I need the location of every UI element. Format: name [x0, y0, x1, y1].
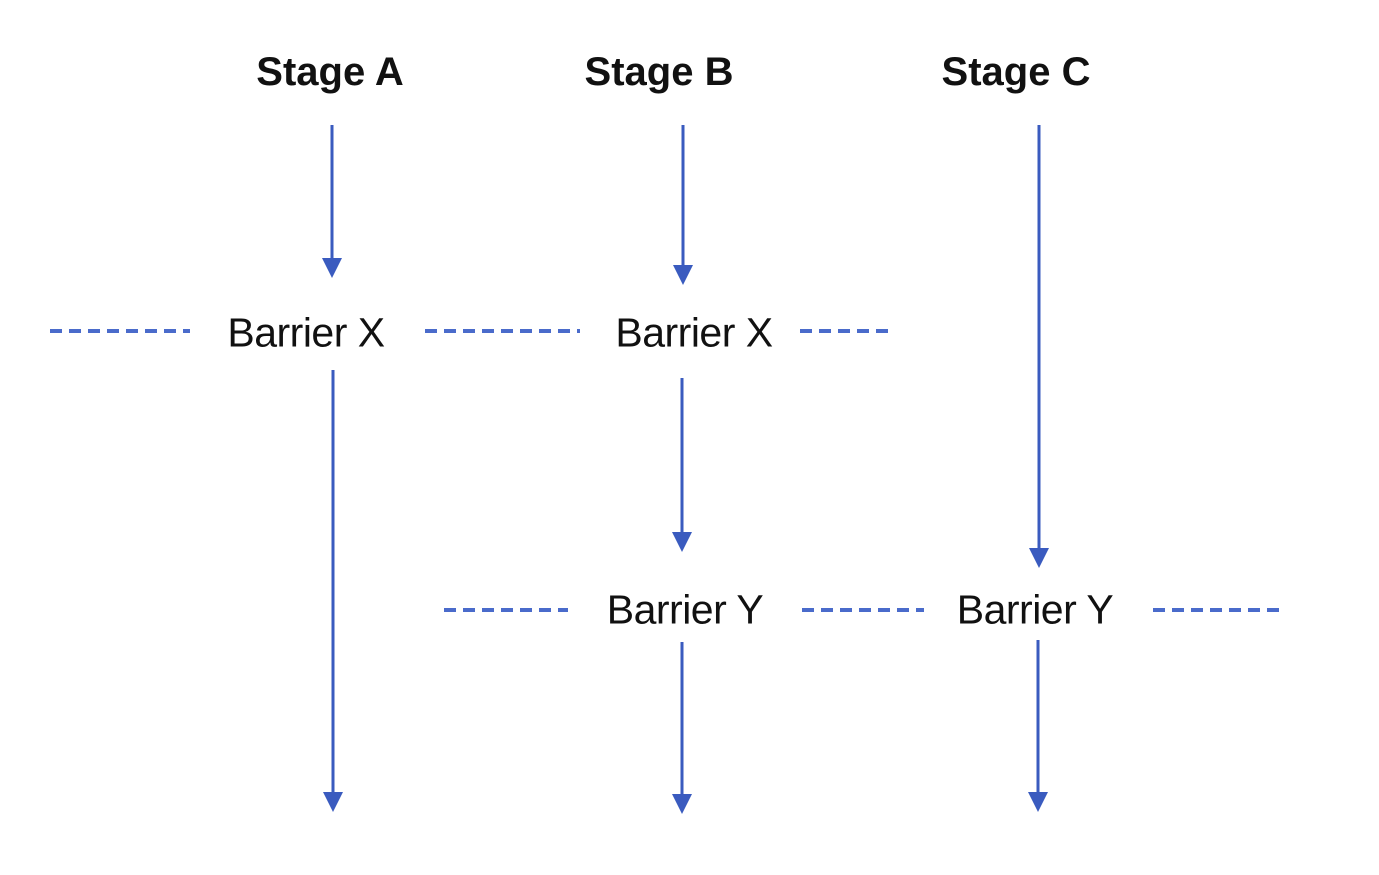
arrow-shaft	[681, 125, 685, 269]
barrier-x-dash-middle	[425, 329, 580, 333]
stage-a-arrow-top	[322, 125, 342, 278]
arrow-shaft	[680, 642, 684, 798]
barrier-x-dash-right	[800, 329, 891, 333]
barrier-x-dash-left	[50, 329, 190, 333]
stage-b-label: Stage B	[584, 50, 734, 94]
stage-b-arrow-bottom	[672, 642, 692, 814]
arrow-shaft	[331, 370, 335, 796]
stage-a-arrow-bottom	[323, 370, 343, 812]
barrier-x-label-stage-b: Barrier X	[615, 309, 773, 356]
arrowhead-down-icon	[672, 532, 692, 552]
stage-c-label: Stage C	[941, 50, 1091, 94]
arrow-shaft	[680, 378, 684, 536]
barrier-y-label-stage-c: Barrier Y	[956, 586, 1114, 633]
arrow-shaft	[1036, 640, 1040, 796]
stage-b-arrow-middle	[672, 378, 692, 552]
stage-c-arrow-top	[1029, 125, 1049, 568]
barrier-x-label-stage-a: Barrier X	[227, 309, 385, 356]
arrowhead-down-icon	[673, 265, 693, 285]
arrowhead-down-icon	[1029, 548, 1049, 568]
arrowhead-down-icon	[672, 794, 692, 814]
stage-c-arrow-bottom	[1028, 640, 1048, 812]
barrier-y-dash-right	[1153, 608, 1284, 612]
stage-b-arrow-top	[673, 125, 693, 285]
barrier-y-dash-middle	[802, 608, 924, 612]
arrowhead-down-icon	[323, 792, 343, 812]
arrow-shaft	[1037, 125, 1041, 552]
arrowhead-down-icon	[322, 258, 342, 278]
barrier-y-label-stage-b: Barrier Y	[606, 586, 764, 633]
barrier-y-dash-left	[444, 608, 568, 612]
arrowhead-down-icon	[1028, 792, 1048, 812]
arrow-shaft	[330, 125, 334, 262]
stage-a-label: Stage A	[256, 50, 404, 94]
